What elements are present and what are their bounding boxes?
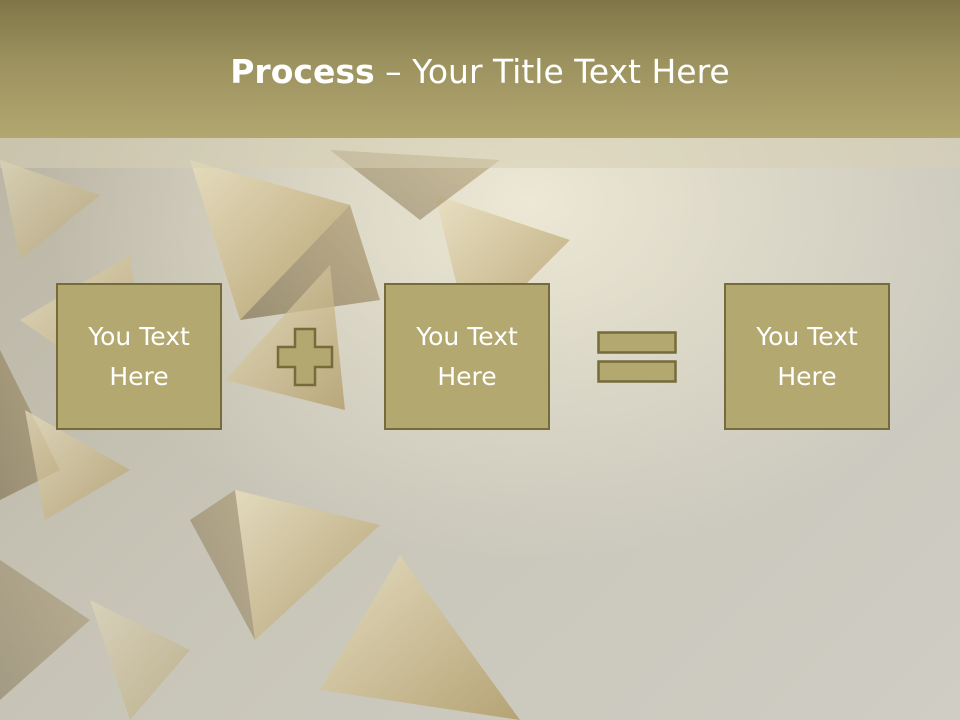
process-box-1[interactable]: You Text Here [56,283,222,430]
equals-icon [597,331,677,383]
process-box-3[interactable]: You Text Here [724,283,890,430]
process-box-3-text: You Text Here [756,321,858,391]
title-bar [0,0,960,138]
title-bar-strip [0,138,960,168]
process-box-2[interactable]: You Text Here [384,283,550,430]
plus-icon [276,327,334,387]
process-box-1-text: You Text Here [88,321,190,391]
title-bold-text: Process [230,52,375,91]
process-box-2-text: You Text Here [416,321,518,391]
slide-title: Process – Your Title Text Here [0,52,960,91]
title-rest-text: – Your Title Text Here [374,52,730,91]
